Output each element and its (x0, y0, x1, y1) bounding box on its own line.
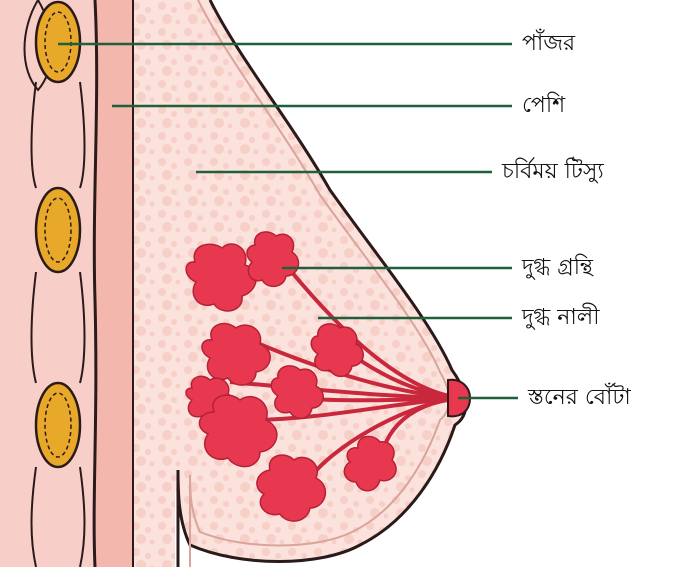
label-rib: পাঁজর (518, 28, 579, 60)
rib-3 (36, 383, 80, 467)
label-milk-gland: দুগ্ধ গ্রন্থি (518, 252, 597, 284)
muscle-layer (95, 0, 133, 567)
label-nipple: স্তনের বোঁটা (524, 382, 635, 414)
rib-2 (36, 188, 80, 272)
label-muscle: পেশি (518, 90, 569, 122)
label-fatty-tissue: চর্বিময় টিস্যু (498, 156, 608, 188)
rib-1 (36, 2, 80, 82)
label-milk-duct: দুগ্ধ নালী (518, 302, 604, 334)
